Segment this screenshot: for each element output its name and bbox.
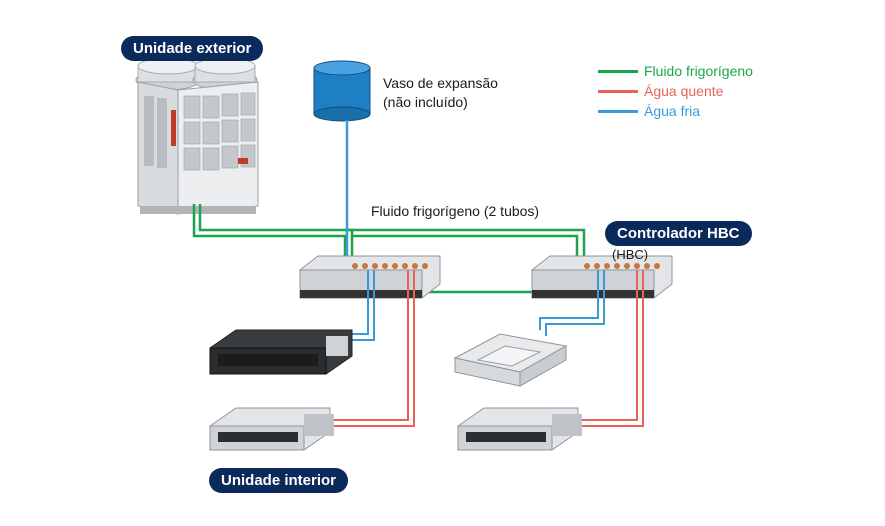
legend-swatch-hot-water	[598, 89, 638, 93]
indoor-unit-ducted-left-image	[209, 407, 334, 451]
expansion-vessel-label-line1: Vaso de expansão	[383, 75, 498, 91]
indoor-unit-ducted-dark-image	[209, 329, 353, 375]
indoor-unit-label: Unidade interior	[209, 468, 349, 493]
legend-swatch-cold-water	[598, 109, 638, 113]
legend-label-refrigerant: Fluido frigorígeno	[644, 63, 753, 79]
refrigerant-pipes	[192, 204, 586, 294]
legend-item-refrigerant: Fluido frigorígeno	[598, 61, 753, 81]
indoor-unit-cassette-image	[453, 333, 568, 387]
expansion-vessel-label-line2: (não incluído)	[383, 94, 468, 110]
hbc-controller-left-image	[299, 255, 441, 299]
expansion-vessel-image	[313, 60, 371, 122]
outdoor-unit-label: Unidade exterior	[121, 36, 264, 61]
hot-water-pipes	[328, 270, 644, 427]
legend-label-cold-water: Água fria	[644, 103, 701, 119]
legend-label-hot-water: Água quente	[644, 83, 724, 99]
hbc-controller-right-image	[531, 255, 673, 299]
legend-swatch-refrigerant	[598, 69, 638, 73]
hbc-controller-label: Controlador HBC	[605, 221, 752, 246]
indoor-unit-ducted-right-image	[457, 407, 582, 451]
legend-item-cold-water: Água fria	[598, 101, 700, 121]
outdoor-unit-image	[135, 57, 259, 215]
refrigerant-pipes-label: Fluido frigorígeno (2 tubos)	[371, 203, 540, 219]
legend-item-hot-water: Água quente	[598, 81, 723, 101]
hbc-abbrev-label: (HBC)	[612, 247, 649, 262]
